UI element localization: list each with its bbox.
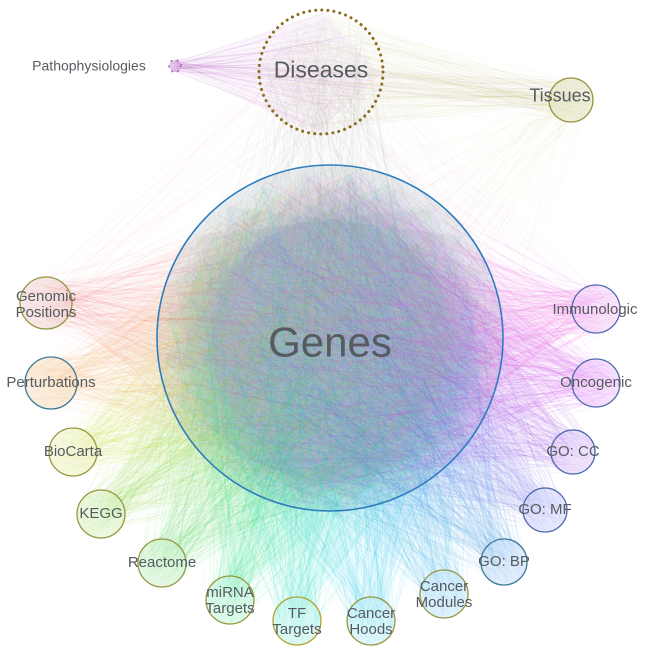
edge-bundle-tissues-genes <box>171 79 592 495</box>
node-genomic-positions[interactable] <box>19 276 73 330</box>
node-go-cc[interactable] <box>550 429 596 475</box>
node-pathophysiologies[interactable] <box>168 59 182 73</box>
node-biocarta[interactable] <box>48 427 98 477</box>
node-go-bp[interactable] <box>480 538 528 586</box>
node-reactome[interactable] <box>137 538 187 588</box>
node-tf-targets[interactable] <box>272 596 322 646</box>
edge-bundle-genes-genes <box>159 166 501 511</box>
node-tissues[interactable] <box>548 77 594 123</box>
edge-bundle-biocarta-genes <box>49 167 493 494</box>
node-diseases[interactable] <box>257 8 385 136</box>
node-genes[interactable] <box>156 164 504 512</box>
edge-wash-mirna-targets <box>174 182 486 600</box>
node-go-mf[interactable] <box>522 487 568 533</box>
edge-bundle-oncogenic-genes <box>162 170 620 510</box>
edge-wash-go-cc <box>179 187 573 489</box>
edge-bundle-immunologic-diseases <box>266 16 620 330</box>
edge-bundle-go-cc-genes <box>172 172 595 507</box>
edge-bundle-cancer-hoods-genes <box>164 169 493 643</box>
node-cancer-modules[interactable] <box>419 569 469 619</box>
edge-bundle-genomic-positions-genes <box>21 167 489 504</box>
edge-wash-kegg <box>101 206 462 514</box>
edge-bundle-go-mf-genes <box>167 167 568 532</box>
edge-wash-perturbations <box>51 174 494 502</box>
node-oncogenic[interactable] <box>571 358 621 408</box>
edge-wash-cancer-modules <box>178 186 482 595</box>
edge-bundle-mirna-targets-genes <box>166 174 495 624</box>
node-immunologic[interactable] <box>571 284 621 334</box>
edge-wash-reactome <box>162 204 464 563</box>
edge-bundle-pathophysiologies-tissues <box>170 62 590 119</box>
edge-bundle-diseases-genes <box>156 11 491 502</box>
edge-bundle-perturbations-genes <box>25 171 492 510</box>
edge-bundle-tissues-diseases <box>263 13 593 130</box>
edge-bundle-reactome-genes <box>138 175 495 585</box>
edge-wash-genomic-positions <box>46 173 495 503</box>
edge-bundle-oncogenic-diseases <box>265 15 619 402</box>
genes-base-disc <box>157 165 503 511</box>
edge-bundle-cancer-modules-genes <box>165 175 500 618</box>
edge-wash-pathophysiologies <box>175 12 381 132</box>
edge-bundle-go-bp-genes <box>169 168 526 584</box>
edge-wash-immunologic <box>164 172 596 504</box>
node-kegg[interactable] <box>76 489 126 539</box>
edge-bundle-genomic-positions-diseases <box>21 27 377 326</box>
node-cancer-hoods[interactable] <box>346 596 396 646</box>
edge-wash-go-mf <box>200 208 546 511</box>
edge-wash-oncogenic <box>166 174 596 502</box>
edge-bundle-kegg-genes <box>77 176 494 538</box>
edge-wash-go-bp <box>198 206 504 562</box>
edge-bundle-pathophysiologies-diseases <box>169 11 372 134</box>
node-perturbations[interactable] <box>24 356 78 410</box>
edge-bundle-tf-targets-genes <box>162 169 500 641</box>
edge-wash-tf-targets <box>165 173 495 622</box>
node-mirna-targets[interactable] <box>205 575 255 625</box>
edge-wash-cancer-hoods <box>165 173 495 621</box>
